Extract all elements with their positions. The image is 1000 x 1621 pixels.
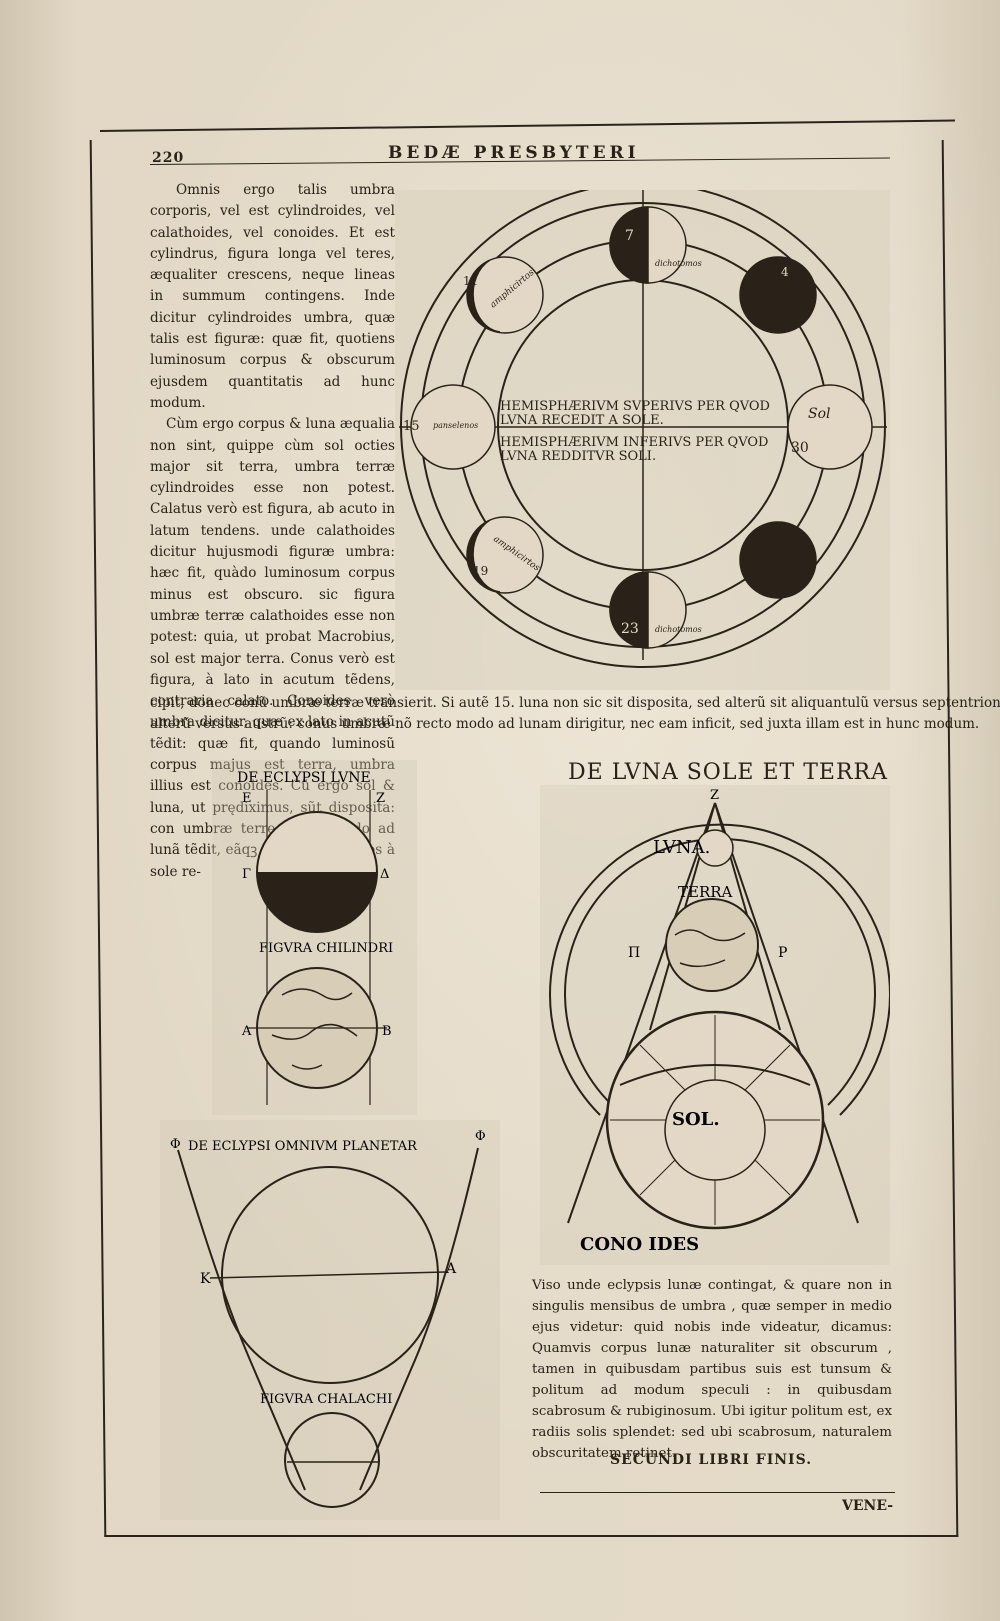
day-7: 7 — [625, 228, 634, 244]
paragraph-1: Omnis ergo talis umbra corporis, vel est… — [150, 182, 395, 411]
full-width-line-2: alterũ versus austrũ: conus umbræ nõ rec… — [150, 716, 980, 732]
upper-hemisphere-label: HEMISPHÆRIVM SVPERIVS PER QVOD — [500, 399, 770, 414]
label-b: B — [382, 1024, 392, 1039]
lunar-eclipse-figure: DE ECLYPSI LVNE E Z Γ Δ FIGVRA CHILINDRI… — [212, 760, 417, 1115]
label-gamma: Γ — [242, 867, 251, 882]
moon-11 — [466, 256, 544, 334]
label-a-planets: A — [445, 1261, 457, 1277]
outer-arc — [549, 823, 890, 1116]
planets-title: DE ECLYPSI OMNIVM PLANETAR — [188, 1139, 418, 1154]
label-k: K — [200, 1271, 211, 1287]
closing-paragraph: Viso unde eclypsis lunæ contingat, & qua… — [532, 1278, 892, 1461]
page-number: 220 — [152, 150, 185, 166]
planet-circle — [284, 1412, 380, 1508]
label-pi: Π — [628, 945, 640, 961]
day-23: 23 — [621, 621, 639, 637]
label-a: A — [241, 1024, 252, 1039]
day-30: 30 — [791, 440, 809, 456]
panselenos: panselenos — [433, 421, 478, 430]
cone-figure-heading: DE LVNA SOLE ET TERRA — [568, 760, 888, 785]
full-width-line-1: cipit, donec conũ umbræ terræ transierit… — [150, 695, 1000, 711]
left-column-text: Omnis ergo talis umbra corporis, vel est… — [150, 180, 395, 883]
day-11: 11 — [463, 274, 478, 288]
book-end-label: SECUNDI LIBRI FINIS. — [610, 1452, 813, 1468]
paragraph-2: Cùm ergo corpus & luna æqualia non sint,… — [150, 416, 396, 880]
moon-15-full — [410, 384, 496, 470]
upper-hemisphere-label-2: LVNA RECEDIT A SOLE. — [500, 413, 664, 428]
sol-label: Sol — [808, 406, 831, 422]
catchword: VENE- — [842, 1498, 894, 1514]
moon-small — [696, 829, 734, 867]
cone-diagram: Z LVNA. TERRA Π P SOL. CONO IDES — [540, 785, 890, 1265]
outer-zodiac-ring — [400, 190, 886, 668]
dichotomos-bottom: dichotomos — [655, 625, 702, 634]
running-head: BEDÆ PRESBYTERI — [388, 143, 640, 163]
sun-circle — [221, 1166, 439, 1384]
label-phi-left: Φ — [170, 1137, 181, 1152]
label-z-top: Z — [710, 788, 719, 803]
day-4: 4 — [781, 265, 789, 279]
conoides-label: CONO IDES — [580, 1234, 699, 1255]
lunar-phases-diagram: HEMISPHÆRIVM SVPERIVS PER QVOD LVNA RECE… — [395, 190, 890, 690]
moon-dark-lower — [739, 521, 817, 599]
dichotomos-top: dichotomos — [655, 259, 702, 268]
lower-hemisphere-label-2: LVNA REDDITVR SOLI. — [500, 449, 656, 464]
lower-hemisphere-label: HEMISPHÆRIVM INFERIVS PER QVOD — [500, 435, 768, 450]
lunar-eclipse-title: DE ECLYPSI LVNE — [237, 770, 371, 786]
moon-30 — [787, 384, 873, 470]
sol-label-cone: SOL. — [672, 1109, 720, 1130]
moon-4-dark — [739, 256, 817, 334]
day-15: 15 — [403, 419, 420, 434]
planets-eclipse-figure: Φ Φ DE ECLYPSI OMNIVM PLANETAR K A FIGVR… — [160, 1120, 500, 1520]
day-19: 19 — [473, 564, 488, 578]
label-z: Z — [376, 791, 385, 806]
cylinder-caption: FIGVRA CHILINDRI — [259, 941, 393, 956]
moon-19 — [466, 516, 544, 594]
closing-text: Viso unde eclypsis lunæ contingat, & qua… — [532, 1275, 892, 1464]
luna-label: LVNA. — [653, 837, 710, 858]
planets-caption: FIGVRA CHALACHI — [260, 1392, 392, 1407]
label-delta: Δ — [380, 867, 389, 882]
earth-small — [665, 898, 759, 992]
catchword-rule — [540, 1492, 895, 1493]
label-phi-right: Φ — [475, 1129, 486, 1144]
header-rule — [99, 119, 955, 132]
label-p: P — [778, 945, 787, 961]
terra-label: TERRA — [678, 883, 733, 901]
label-e: E — [242, 791, 252, 806]
